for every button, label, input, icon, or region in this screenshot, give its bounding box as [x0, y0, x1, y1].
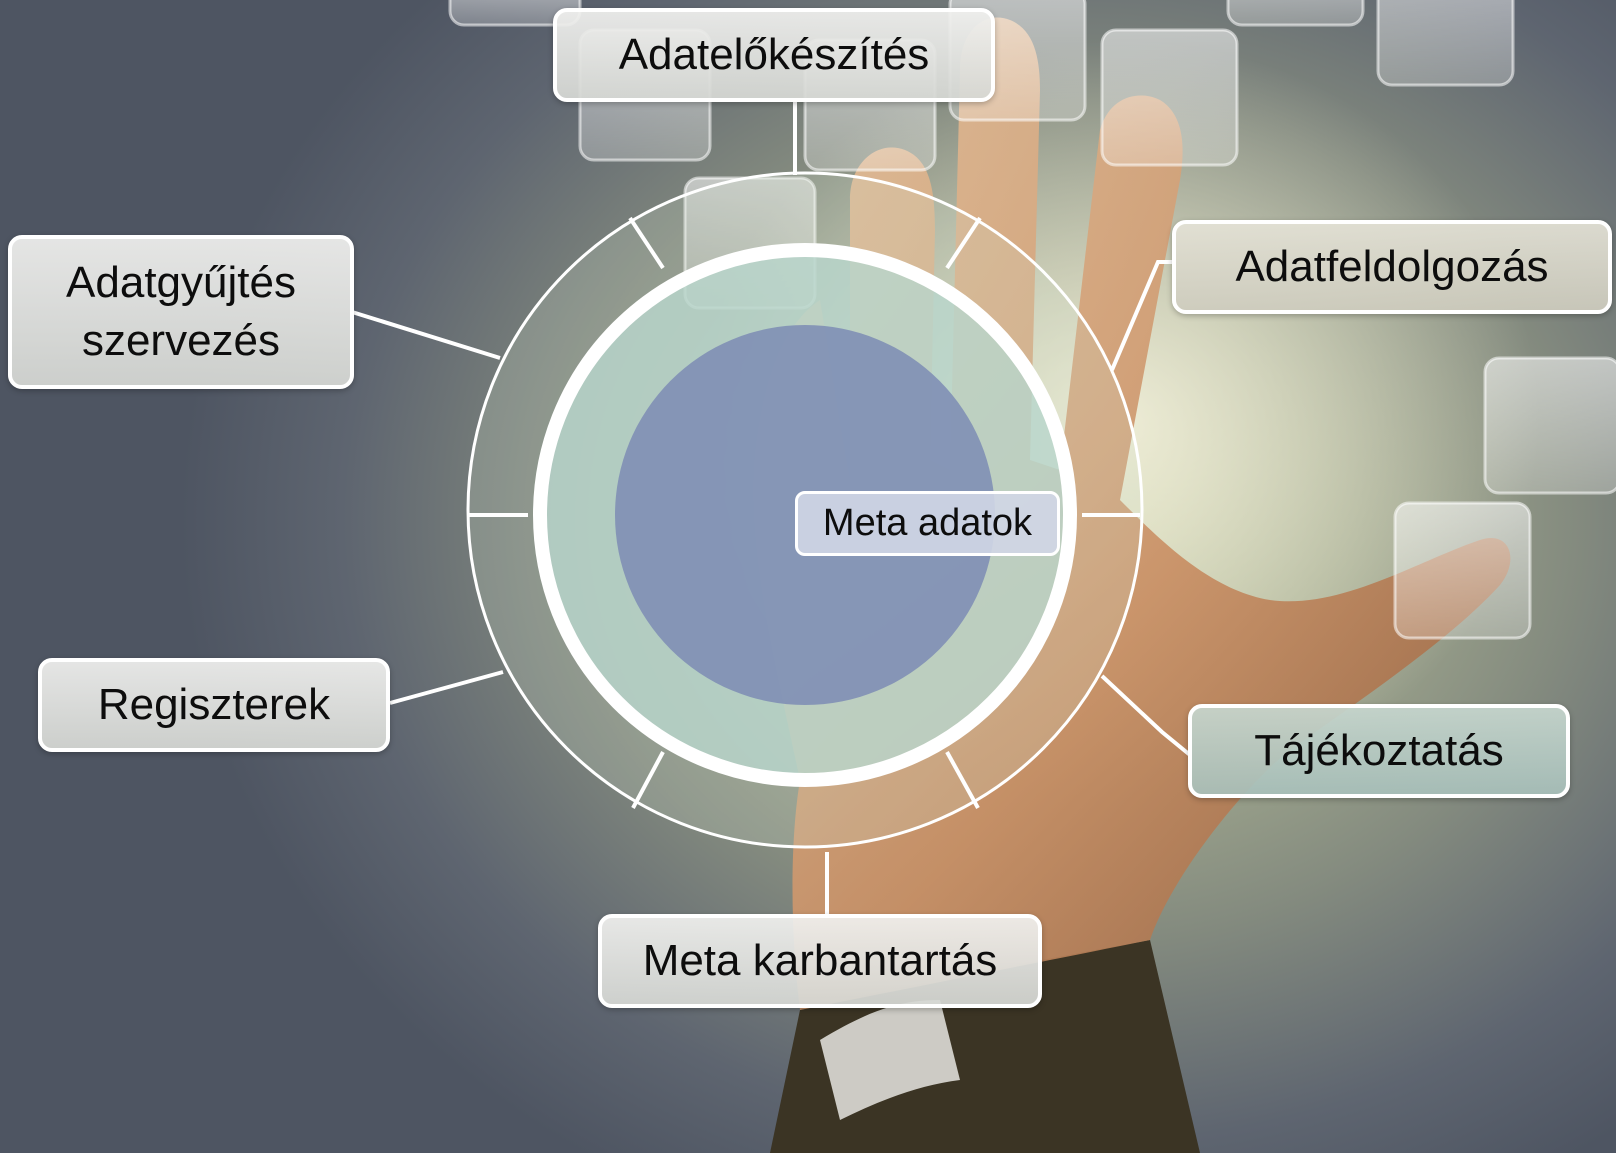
ring-dividers [468, 216, 1140, 809]
translucent-square-tile [1226, 0, 1365, 27]
node-meta-karbantartas: Meta karbantartás [598, 914, 1042, 1008]
translucent-square-tile [1393, 501, 1532, 640]
node-label: Adatgyűjtés szervezés [66, 258, 296, 365]
node-tajekoztatas: Tájékoztatás [1188, 704, 1570, 798]
node-label: Meta karbantartás [642, 936, 998, 985]
translucent-square-tile [1100, 28, 1239, 167]
node-label: Tájékoztatás [1254, 726, 1504, 775]
ring-divider [628, 216, 665, 270]
connectors [351, 100, 1192, 916]
center-label-meta-adatok: Meta adatok [795, 491, 1060, 556]
node-label: Regiszterek [97, 680, 331, 729]
node-label: Adatfeldolgozás [1235, 242, 1549, 291]
center-label-text: Meta adatok [822, 502, 1033, 544]
connector-line [389, 670, 504, 705]
node-adatelokeszites: Adatelőkészítés [553, 8, 995, 102]
translucent-square-tile [448, 0, 582, 27]
node-adatfeldolgozas: Adatfeldolgozás [1172, 220, 1612, 314]
connector-line [1110, 260, 1172, 371]
node-regiszterek: Regiszterek [38, 658, 390, 752]
ring-divider [631, 751, 665, 809]
connector-line [351, 310, 501, 360]
translucent-square-tile [1376, 0, 1515, 87]
connector-line [1100, 674, 1192, 757]
node-label: Adatelőkészítés [618, 30, 930, 79]
ring-divider [945, 751, 980, 809]
translucent-square-tile [1483, 356, 1616, 495]
ring-divider [945, 216, 982, 270]
cuff-shape [820, 1000, 960, 1120]
node-adatgyujtes-szervezes: Adatgyűjtés szervezés [8, 235, 354, 389]
